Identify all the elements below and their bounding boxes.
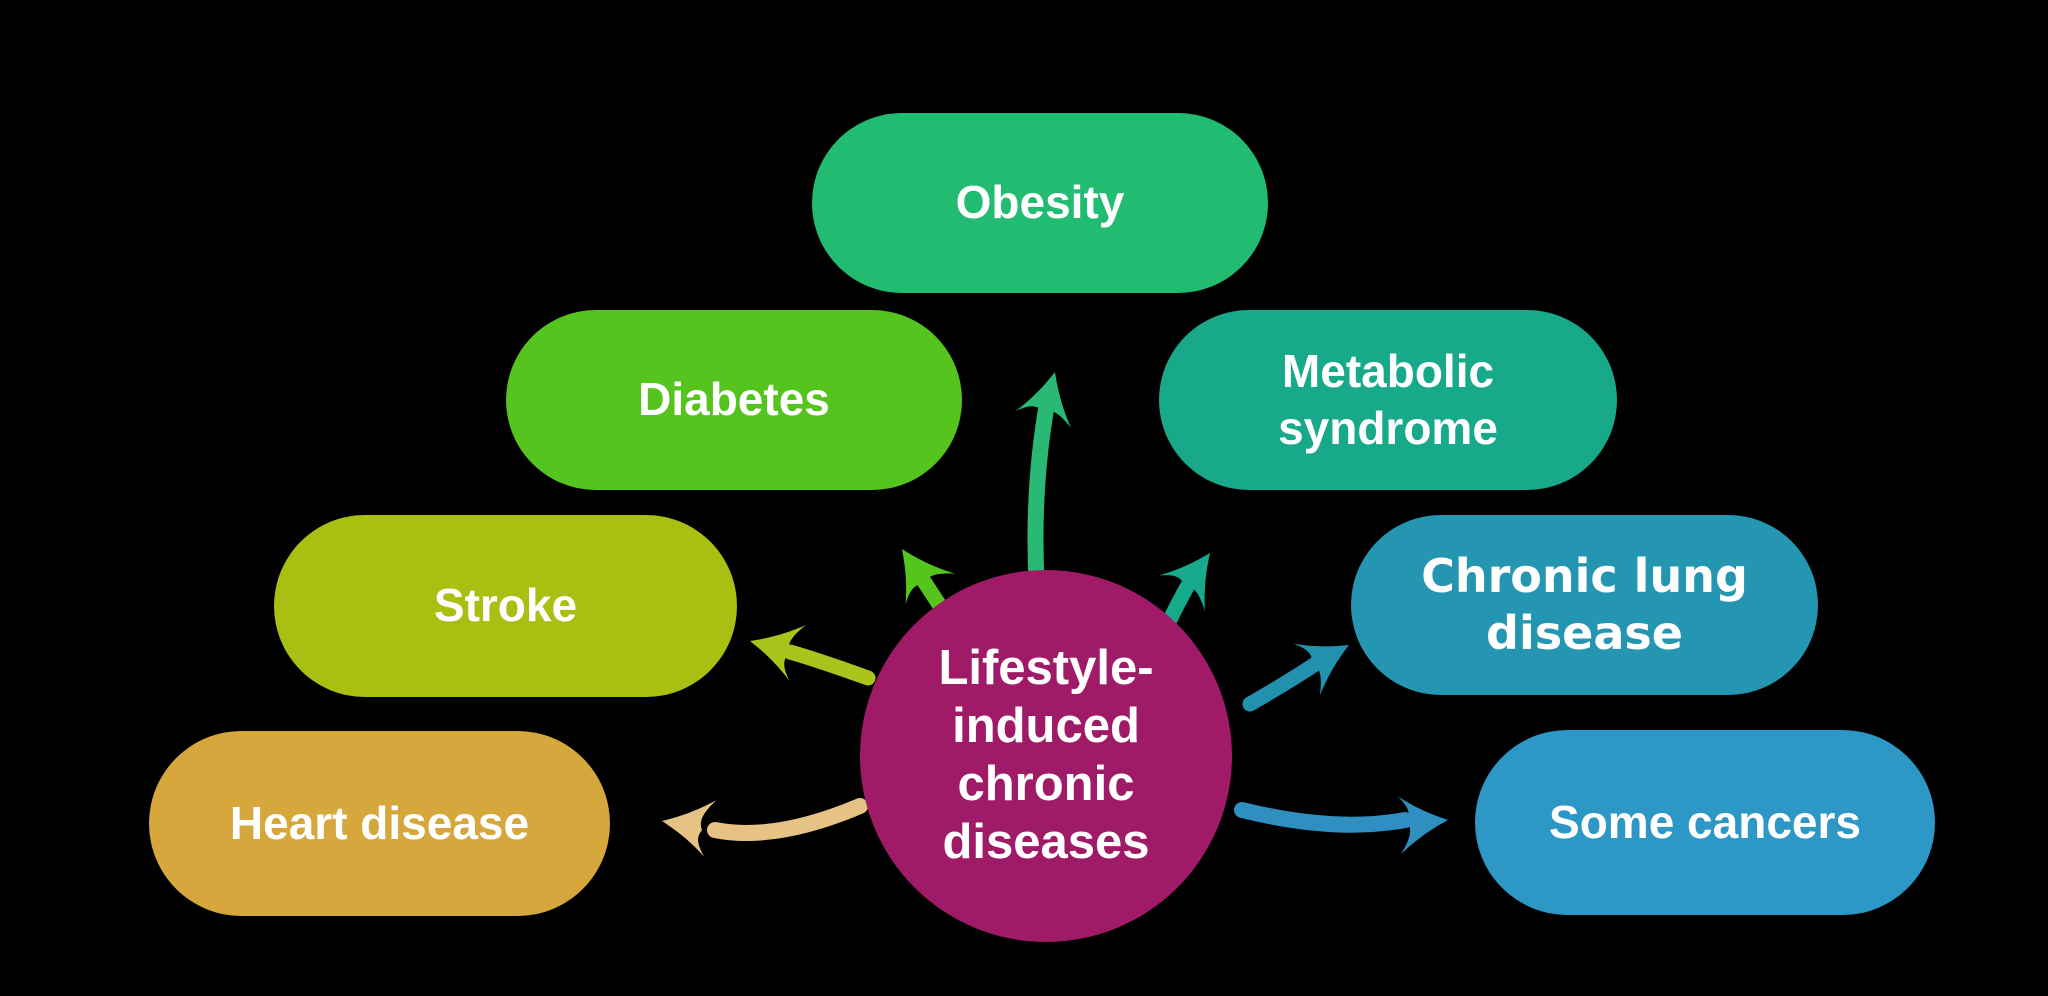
node-obesity-label: Obesity: [955, 176, 1125, 229]
arrow-heart-disease: [662, 798, 868, 857]
node-some-cancers-label: Some cancers: [1549, 795, 1861, 848]
node-metabolic-syndrome-label: Metabolic syndrome: [1278, 344, 1498, 455]
arrow-some-cancers: [1234, 796, 1448, 855]
node-diabetes-label: Diabetes: [638, 373, 830, 426]
arrowhead-obesity: [1015, 372, 1072, 429]
node-metabolic-syndrome: Metabolic syndrome: [1159, 310, 1617, 490]
center-node-line: Lifestyle-: [938, 641, 1154, 696]
node-chronic-lung-disease-label: Chronic lung disease: [1421, 548, 1748, 661]
arrow-chronic-lung-disease: [1242, 643, 1349, 712]
arrowhead-heart-disease: [662, 800, 717, 857]
arrowhead-stroke: [750, 624, 807, 681]
node-some-cancers: Some cancers: [1475, 730, 1935, 915]
center-node-line: induced: [952, 699, 1140, 754]
arrowhead-some-cancers: [1397, 796, 1448, 855]
arrowhead-metabolic-syndrome: [1159, 553, 1210, 612]
node-stroke: Stroke: [274, 515, 737, 697]
center-node-lifestyle-diseases: Lifestyle- induced chronic diseases: [860, 570, 1232, 942]
node-heart-disease-label: Heart disease: [229, 796, 530, 849]
center-node-line: diseases: [942, 814, 1150, 869]
center-node-line: chronic: [957, 757, 1135, 811]
node-stroke-label: Stroke: [433, 579, 578, 632]
node-heart-disease: Heart disease: [149, 731, 610, 916]
node-obesity: Obesity: [812, 113, 1268, 293]
node-diabetes: Diabetes: [506, 310, 962, 490]
arrowhead-diabetes: [902, 549, 955, 605]
arrow-stroke: [750, 624, 876, 686]
arrowhead-chronic-lung-disease: [1293, 643, 1349, 696]
node-chronic-lung-disease: Chronic lung disease: [1351, 515, 1818, 695]
